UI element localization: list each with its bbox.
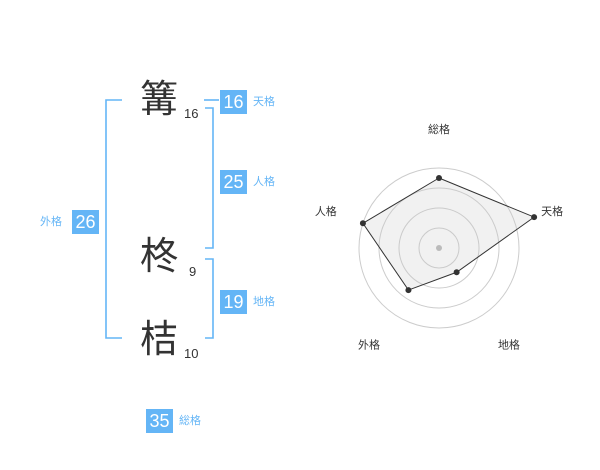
radar-ring-2: [398, 207, 480, 289]
radar-axis-label-3: 地格: [498, 337, 520, 351]
radar-axis-label-5: 人格: [315, 204, 337, 218]
radar-point-3: [453, 269, 460, 276]
jinkaku-label: 人格: [253, 175, 275, 188]
tenkaku-label: 天格: [253, 95, 275, 108]
jinkaku-bracket: [205, 107, 214, 249]
gaikaku-label: 外格: [40, 215, 62, 228]
chikaku-value: 19: [220, 290, 247, 314]
stroke-count-3: 10: [184, 346, 199, 361]
radar-point-2: [531, 214, 538, 221]
tenkaku-value: 16: [220, 90, 247, 114]
radar-axis-label-1: 総格: [428, 122, 450, 136]
gaikaku-value: 26: [72, 210, 99, 234]
radar-ring-3: [378, 187, 500, 309]
radar-point-4: [405, 287, 412, 294]
chikaku-label: 地格: [253, 295, 275, 308]
radar-axis-label-4: 外格: [358, 337, 380, 351]
chikaku-bracket: [205, 258, 214, 339]
radar-ring-4: [358, 167, 520, 329]
name-character-3: 桔: [140, 317, 179, 361]
radar-axis-label-2: 天格: [541, 204, 563, 218]
stroke-count-2: 9: [189, 264, 197, 279]
jinkaku-value: 25: [220, 170, 247, 194]
name-character-1: 篝: [140, 77, 179, 121]
soukaku-label: 総格: [179, 414, 201, 427]
radar-point-1: [436, 175, 442, 181]
soukaku-value: 35: [146, 409, 173, 433]
gaikaku-bracket: [105, 99, 122, 339]
radar-data-polygon: [362, 177, 536, 291]
stroke-count-1: 16: [184, 106, 199, 121]
radar-point-5: [359, 220, 366, 227]
radar-center-dot: [436, 245, 442, 251]
radar-ring-1: [418, 227, 460, 269]
name-character-2: 柊: [140, 234, 179, 278]
